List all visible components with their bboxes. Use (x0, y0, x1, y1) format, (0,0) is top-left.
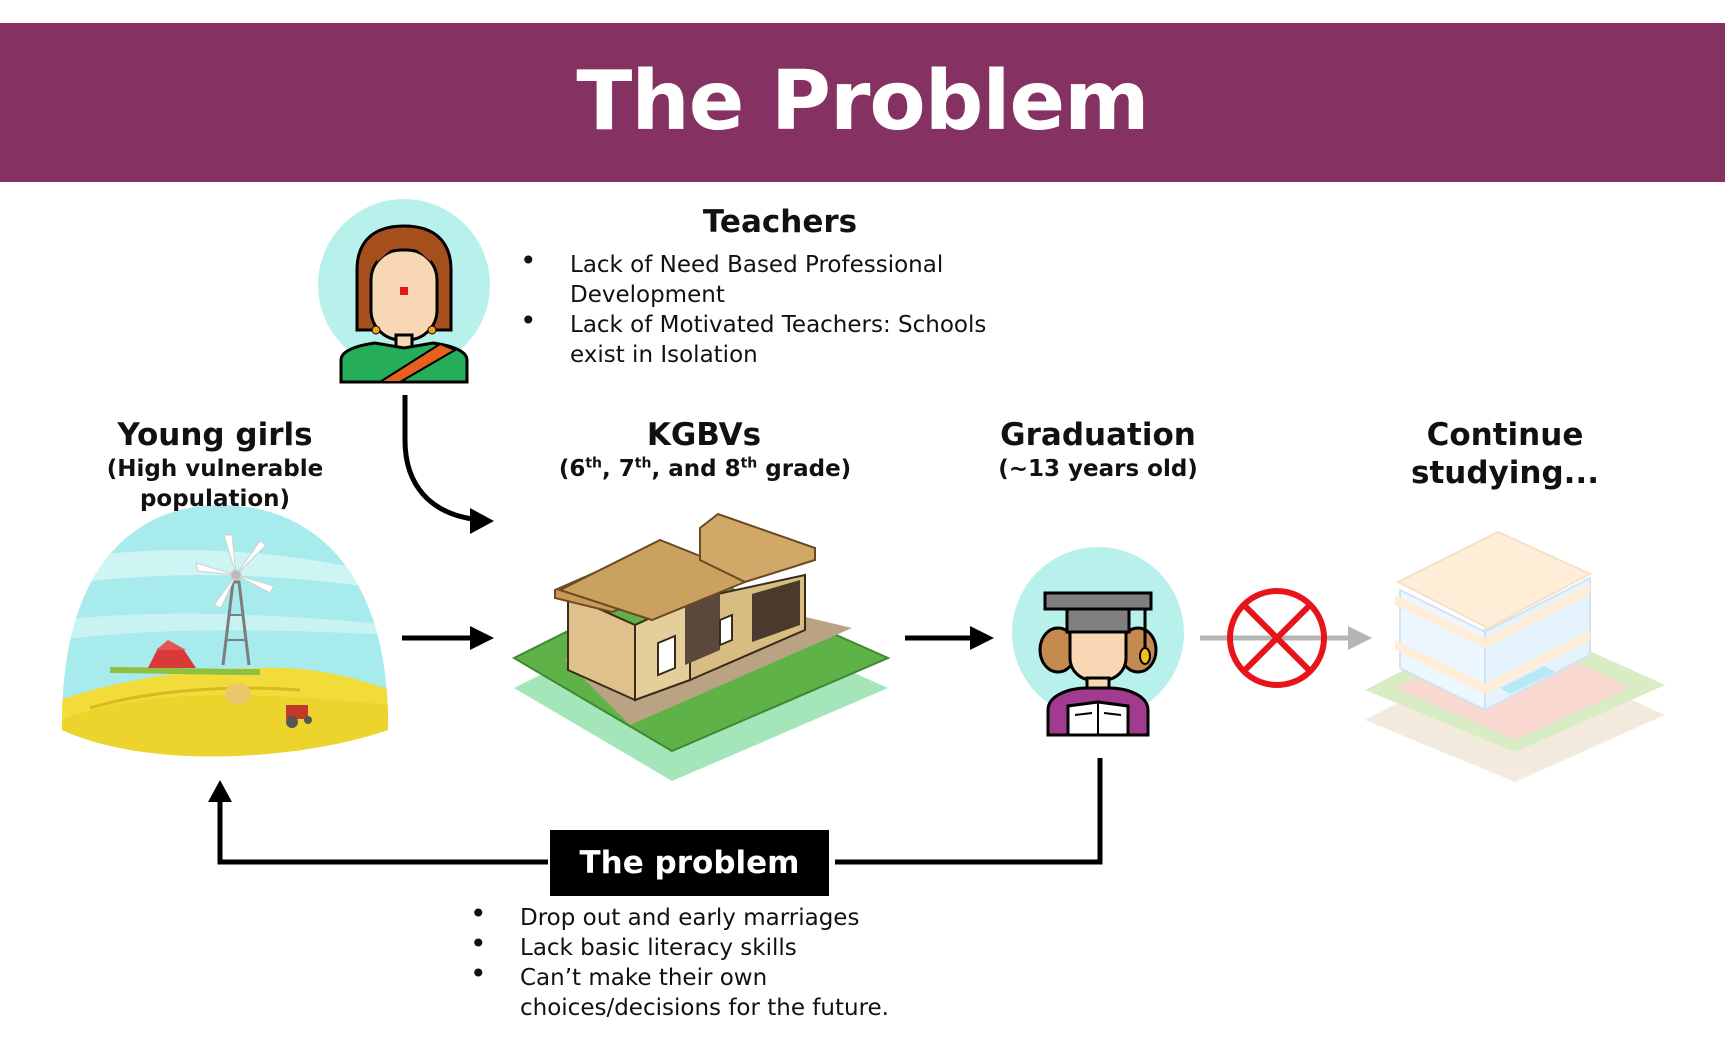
young-girls-heading: Young girls (117, 417, 313, 453)
list-item: Lack of Need Based Professional Developm… (520, 246, 1040, 310)
faded-school-building-icon (1365, 530, 1665, 782)
graduation-subtitle: (~13 years old) (998, 456, 1198, 482)
kgbvs-heading: KGBVs (646, 417, 762, 453)
teacher-avatar-icon (318, 199, 490, 384)
list-item: Can’t make their own choices/decisions f… (470, 959, 910, 1023)
list-item: Lack basic literacy skills (470, 929, 910, 963)
problem-label-box: The problem (550, 830, 829, 896)
graduation-heading: Graduation (1000, 417, 1196, 453)
list-item: Drop out and early marriages (470, 899, 910, 933)
school-building-icon (511, 512, 891, 781)
kgbvs-subtitle: (6th, 7th, and 8th grade) (558, 455, 852, 482)
continue-studying-heading: Continue studying... (1411, 417, 1599, 491)
list-item: Lack of Motivated Teachers: Schools exis… (520, 306, 1040, 370)
blocked-cross-icon (1227, 588, 1327, 688)
problem-bullet-list: Drop out and early marriages Lack basic … (470, 899, 910, 1023)
title-banner (0, 23, 1725, 182)
young-girls-subtitle: (High vulnerable population) (106, 456, 324, 512)
village-landscape-icon (61, 505, 389, 757)
teachers-bullet-list: Lack of Need Based Professional Developm… (520, 246, 1040, 370)
teachers-heading: Teachers (702, 204, 858, 240)
page-title: The Problem (576, 54, 1149, 149)
graduate-student-icon (1012, 547, 1184, 737)
